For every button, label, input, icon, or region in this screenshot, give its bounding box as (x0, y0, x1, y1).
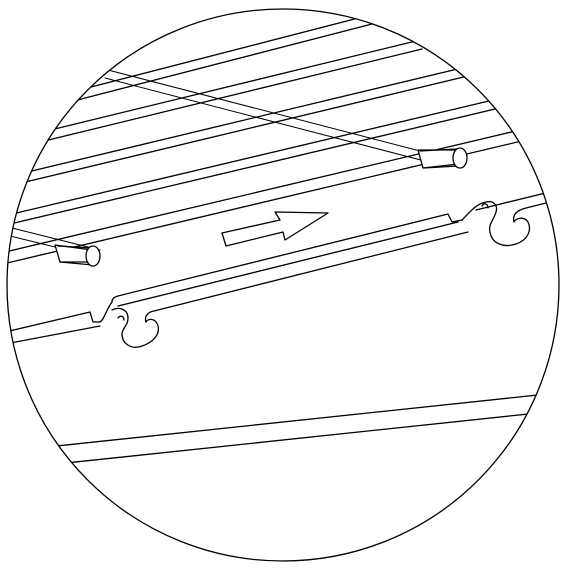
rack-wire (14, 65, 471, 176)
rack-wire (7, 123, 546, 253)
lower-panel-edge (7, 391, 559, 471)
panel-edge-line (7, 409, 559, 471)
slide-direction-arrow (221, 211, 329, 247)
detail-contents (7, 14, 559, 471)
panel-edge-line (7, 391, 559, 453)
rack-pin-right (417, 147, 468, 169)
rack-pin-left (54, 244, 101, 267)
rack-wire (29, 39, 421, 136)
rack-cross-wire (104, 77, 441, 166)
rack-wire (31, 48, 423, 145)
rack-wire (59, 14, 371, 96)
rack-wire (61, 23, 373, 105)
rack-cross-wire (11, 227, 101, 251)
detail-circle-outline (6, 8, 560, 562)
rack-wire (16, 74, 473, 185)
rack-cross-wire (107, 69, 444, 158)
rack-wire (7, 95, 511, 216)
rack-wire (9, 104, 513, 225)
